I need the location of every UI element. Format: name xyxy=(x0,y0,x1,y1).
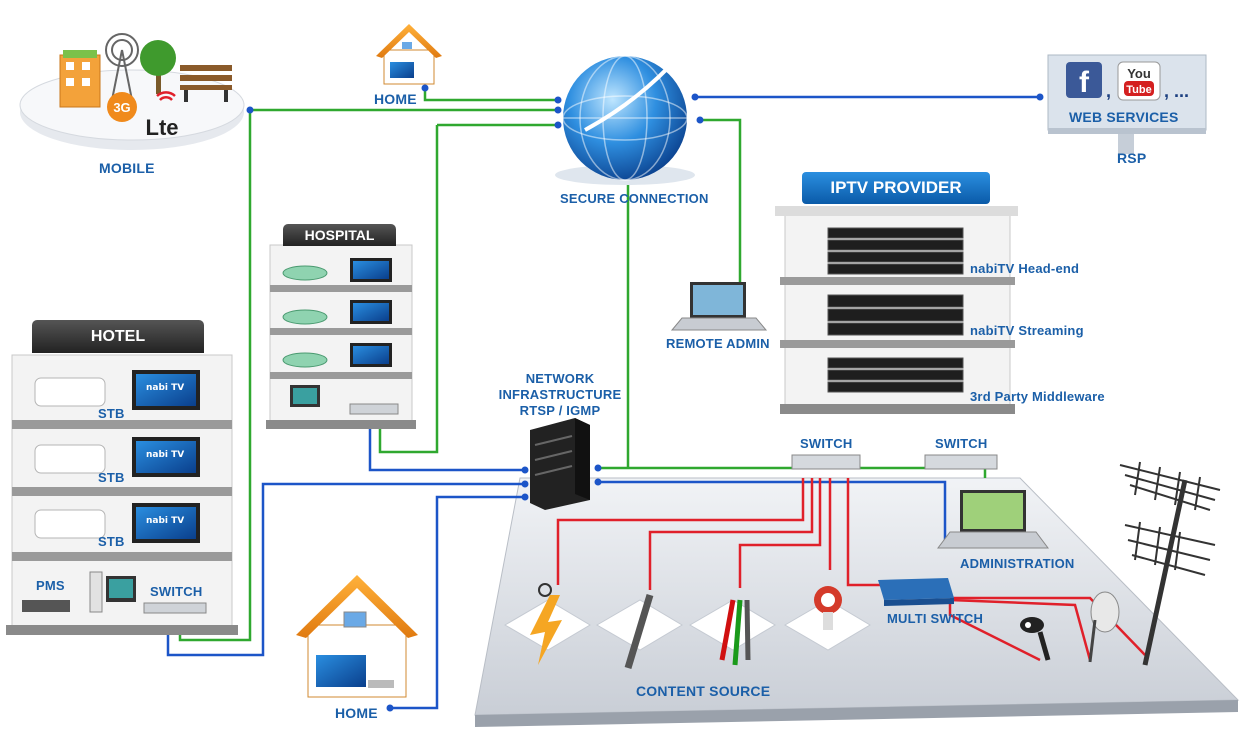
av-cable-icon xyxy=(719,599,751,666)
network-server-icon xyxy=(530,418,590,510)
home-top-icon xyxy=(376,24,442,85)
web-services-board: f , You Tube , ... xyxy=(1047,54,1207,154)
svg-text:f: f xyxy=(1079,66,1090,99)
rtsp-igmp-label: RTSP / IGMP xyxy=(519,403,601,418)
streaming-servers-icon xyxy=(827,294,964,336)
svg-text:3G: 3G xyxy=(113,100,130,115)
streaming-label: nabiTV Streaming xyxy=(970,323,1084,338)
stb-label-1: STB xyxy=(98,406,125,421)
multi-switch-icon xyxy=(878,578,954,606)
middleware-servers-icon xyxy=(827,357,964,393)
svg-text:Lte: Lte xyxy=(146,115,179,140)
youtube-icon: You Tube xyxy=(1117,61,1161,101)
rsp-label: RSP xyxy=(1117,150,1147,166)
svg-text:, ...: , ... xyxy=(1164,81,1189,101)
svg-text:nabi TV: nabi TV xyxy=(146,450,184,460)
facebook-icon: f xyxy=(1066,62,1102,99)
provider-floor-edge xyxy=(475,700,1238,727)
red-links xyxy=(556,478,1146,662)
hotel-header: HOTEL xyxy=(32,320,204,353)
hotel-tv-icon: nabi TV nabi TV nabi TV xyxy=(132,370,200,543)
tree-icon xyxy=(140,40,176,94)
switch-left-label: SWITCH xyxy=(800,436,853,451)
content-source-label: CONTENT SOURCE xyxy=(636,683,771,699)
hotel-shelf: nabi TV nabi TV nabi TV xyxy=(6,354,238,635)
globe-icon xyxy=(555,48,695,185)
mobile-label: MOBILE xyxy=(99,160,155,176)
multi-switch-label: MULTI SWITCH xyxy=(887,611,984,626)
hospital-header: HOSPITAL xyxy=(283,224,396,246)
antenna-stick-icon xyxy=(624,593,654,670)
tv-antenna-icon xyxy=(1119,461,1221,666)
hospital-pc-icon xyxy=(290,385,399,415)
administration-laptop-icon xyxy=(937,490,1049,549)
pms-label: PMS xyxy=(36,578,65,593)
secure-connection-label: SECURE CONNECTION xyxy=(560,191,709,206)
switch-right-label: SWITCH xyxy=(935,436,988,451)
network-infrastructure-label: NETWORK INFRASTRUCTURE xyxy=(498,371,622,402)
web-services-label: WEB SERVICES xyxy=(1069,109,1179,125)
3g-badge: 3G xyxy=(107,92,137,122)
provider-switch-icon xyxy=(791,454,998,470)
headend-servers-icon xyxy=(827,227,964,275)
pms-pc-icon xyxy=(22,571,207,614)
remote-admin-laptop-icon xyxy=(670,282,768,331)
svg-text:You: You xyxy=(1127,66,1151,81)
hospital-shelf xyxy=(266,244,416,429)
stb-label-3: STB xyxy=(98,534,125,549)
administration-label: ADMINISTRATION xyxy=(960,556,1075,571)
cell-tower-icon xyxy=(105,33,139,101)
mobile-island: 3G Lte xyxy=(19,33,245,150)
svg-text:nabi TV: nabi TV xyxy=(146,383,184,393)
stb-label-2: STB xyxy=(98,470,125,485)
home-bottom-label: HOME xyxy=(335,705,378,721)
satellite-dish-icon xyxy=(1088,591,1120,663)
middleware-label: 3rd Party Middleware xyxy=(970,389,1105,404)
home-top-label: HOME xyxy=(374,91,417,107)
hotel-switch-label: SWITCH xyxy=(150,584,203,599)
content-source-tiles xyxy=(504,583,871,670)
home-bottom-icon xyxy=(296,575,418,698)
provider-floor xyxy=(474,477,1240,716)
iptv-provider-rack xyxy=(775,206,1018,470)
hospital-tv-icon xyxy=(350,258,392,367)
camera-device-icon xyxy=(1020,617,1051,661)
lightning-icon xyxy=(530,583,562,665)
svg-text:Tube: Tube xyxy=(1126,84,1151,96)
bench-icon xyxy=(180,65,232,102)
webcam-icon xyxy=(814,586,842,630)
hospital-bed-icon xyxy=(282,265,328,368)
iptv-provider-header: IPTV PROVIDER xyxy=(802,172,990,204)
blue-links xyxy=(166,95,1040,710)
hotel-bed-icon xyxy=(34,377,106,539)
building-icon xyxy=(59,50,101,108)
remote-admin-label: REMOTE ADMIN xyxy=(666,336,770,351)
lte-badge: Lte xyxy=(146,91,179,140)
svg-text:,: , xyxy=(1106,81,1111,101)
svg-text:nabi TV: nabi TV xyxy=(146,516,184,526)
headend-label: nabiTV Head-end xyxy=(970,261,1080,276)
